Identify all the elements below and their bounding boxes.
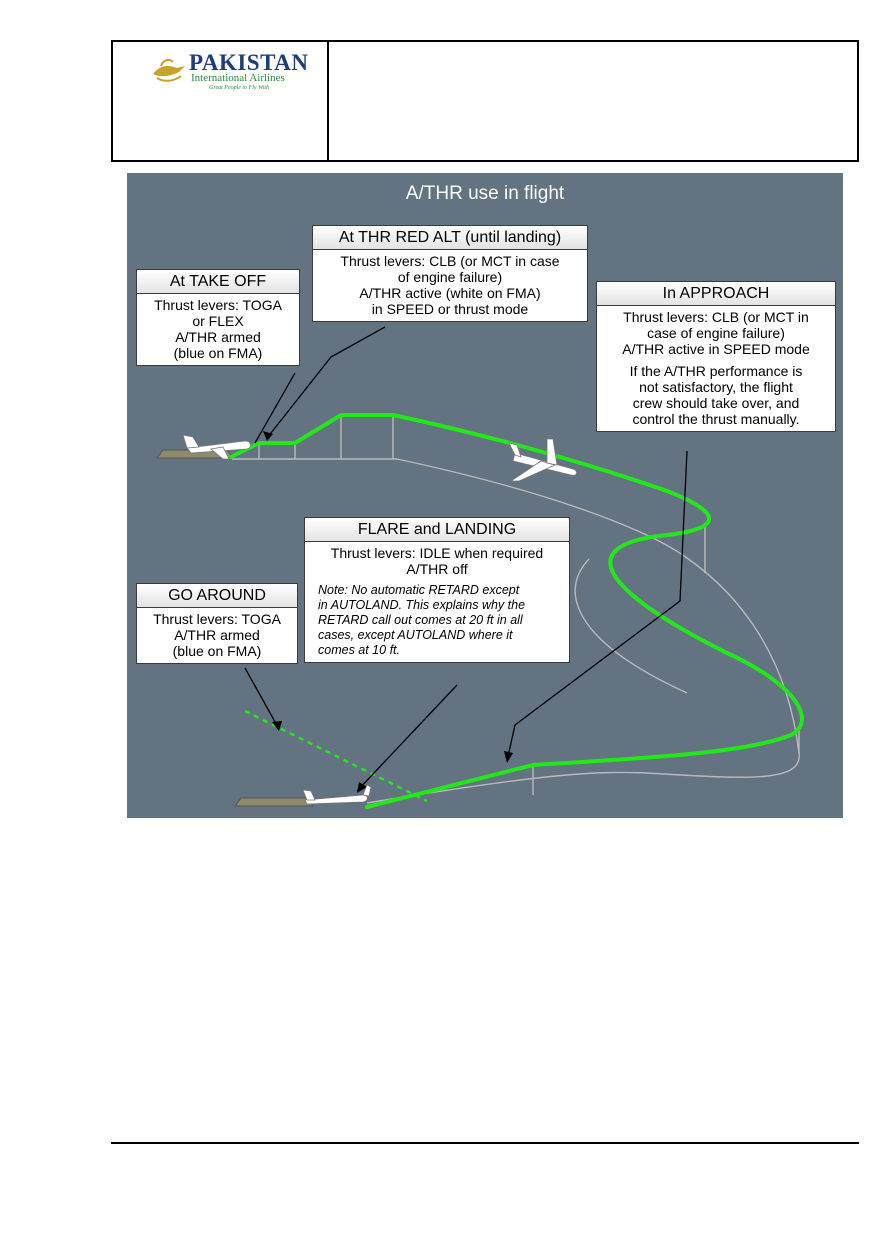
athr-diagram: A/THR use in flight At TAKE OFF Thrust l… [127, 173, 843, 818]
thr-red-alt-heading: At THR RED ALT (until landing) [313, 226, 587, 250]
thr-red-alt-line: in SPEED or thrust mode [371, 301, 529, 317]
thr-red-alt-body: Thrust levers: CLB (or MCT in case of en… [313, 250, 587, 321]
header-title-cell [329, 42, 857, 160]
flare-note-line: comes at 10 ft. [318, 643, 400, 657]
approach-heading: In APPROACH [597, 282, 835, 306]
flare-landing-line: A/THR off [406, 561, 468, 577]
approach-para-line: control the thrust manually. [632, 411, 800, 427]
takeoff-line: Thrust levers: TOGA [154, 297, 282, 313]
leader-arrowheads [263, 431, 513, 793]
footer-rule [111, 1142, 859, 1144]
flight-path-illustration [156, 326, 804, 809]
landing-runway [234, 797, 314, 807]
thr-red-alt-line: A/THR active (white on FMA) [359, 285, 541, 301]
takeoff-aircraft-icon [182, 434, 251, 460]
approach-para-line: not satisfactory, the flight [639, 379, 793, 395]
logo-name: PAKISTAN [189, 50, 309, 75]
go-around-box: GO AROUND Thrust levers: TOGA A/THR arme… [136, 583, 298, 664]
flare-landing-box: FLARE and LANDING Thrust levers: IDLE wh… [304, 517, 570, 663]
flare-note-line: RETARD call out comes at 20 ft in all [318, 613, 523, 627]
go-around-heading: GO AROUND [137, 584, 297, 608]
approach-body: Thrust levers: CLB (or MCT in case of en… [597, 306, 835, 431]
cruise-aircraft-icon [508, 438, 577, 482]
takeoff-line: (blue on FMA) [173, 345, 263, 361]
takeoff-box: At TAKE OFF Thrust levers: TOGA or FLEX … [136, 269, 300, 366]
takeoff-body: Thrust levers: TOGA or FLEX A/THR armed … [137, 294, 299, 365]
airline-logo: PAKISTAN International Airlines Great Pe… [151, 50, 321, 100]
go-around-path [244, 709, 428, 803]
go-around-line: A/THR armed [174, 627, 260, 643]
takeoff-line: A/THR armed [175, 329, 261, 345]
flare-note-line: Note: No automatic RETARD except [318, 583, 520, 597]
takeoff-heading: At TAKE OFF [137, 270, 299, 294]
thr-red-alt-line: of engine failure) [397, 269, 503, 285]
ground-track [232, 415, 800, 804]
header-table: PAKISTAN International Airlines Great Pe… [111, 40, 859, 162]
flare-landing-line: Thrust levers: IDLE when required [330, 545, 544, 561]
diagram-title: A/THR use in flight [405, 183, 565, 204]
approach-para-line: If the A/THR performance is [629, 363, 803, 379]
approach-line: case of engine failure) [647, 325, 785, 341]
header-logo-cell: PAKISTAN International Airlines Great Pe… [113, 42, 329, 160]
flare-landing-heading: FLARE and LANDING [305, 518, 569, 542]
landing-aircraft-icon [302, 784, 372, 805]
approach-para-line: crew should take over, and [632, 395, 800, 411]
approach-line: A/THR active in SPEED mode [622, 341, 810, 357]
approach-paragraph: If the A/THR performance is not satisfac… [600, 357, 832, 427]
go-around-line: Thrust levers: TOGA [153, 611, 281, 627]
leader-lines [244, 326, 688, 792]
logo-tagline: Great People to Fly With [209, 85, 270, 91]
flare-landing-body: Thrust levers: IDLE when required A/THR … [305, 542, 569, 662]
flare-note-line: cases, except AUTOLAND where it [318, 628, 513, 642]
thr-red-alt-box: At THR RED ALT (until landing) Thrust le… [312, 225, 588, 322]
flare-landing-note: Note: No automatic RETARD except in AUTO… [308, 577, 566, 658]
approach-line: Thrust levers: CLB (or MCT in [623, 309, 809, 325]
takeoff-line: or FLEX [192, 313, 244, 329]
thr-red-alt-line: Thrust levers: CLB (or MCT in case [340, 253, 560, 269]
go-around-body: Thrust levers: TOGA A/THR armed (blue on… [137, 608, 297, 663]
go-around-line: (blue on FMA) [172, 643, 262, 659]
flare-note-line: in AUTOLAND. This explains why the [318, 598, 526, 612]
logo-subtitle: International Airlines [191, 72, 285, 84]
flight-path [229, 413, 804, 809]
approach-box: In APPROACH Thrust levers: CLB (or MCT i… [596, 281, 836, 432]
airline-emblem-icon [153, 58, 185, 82]
